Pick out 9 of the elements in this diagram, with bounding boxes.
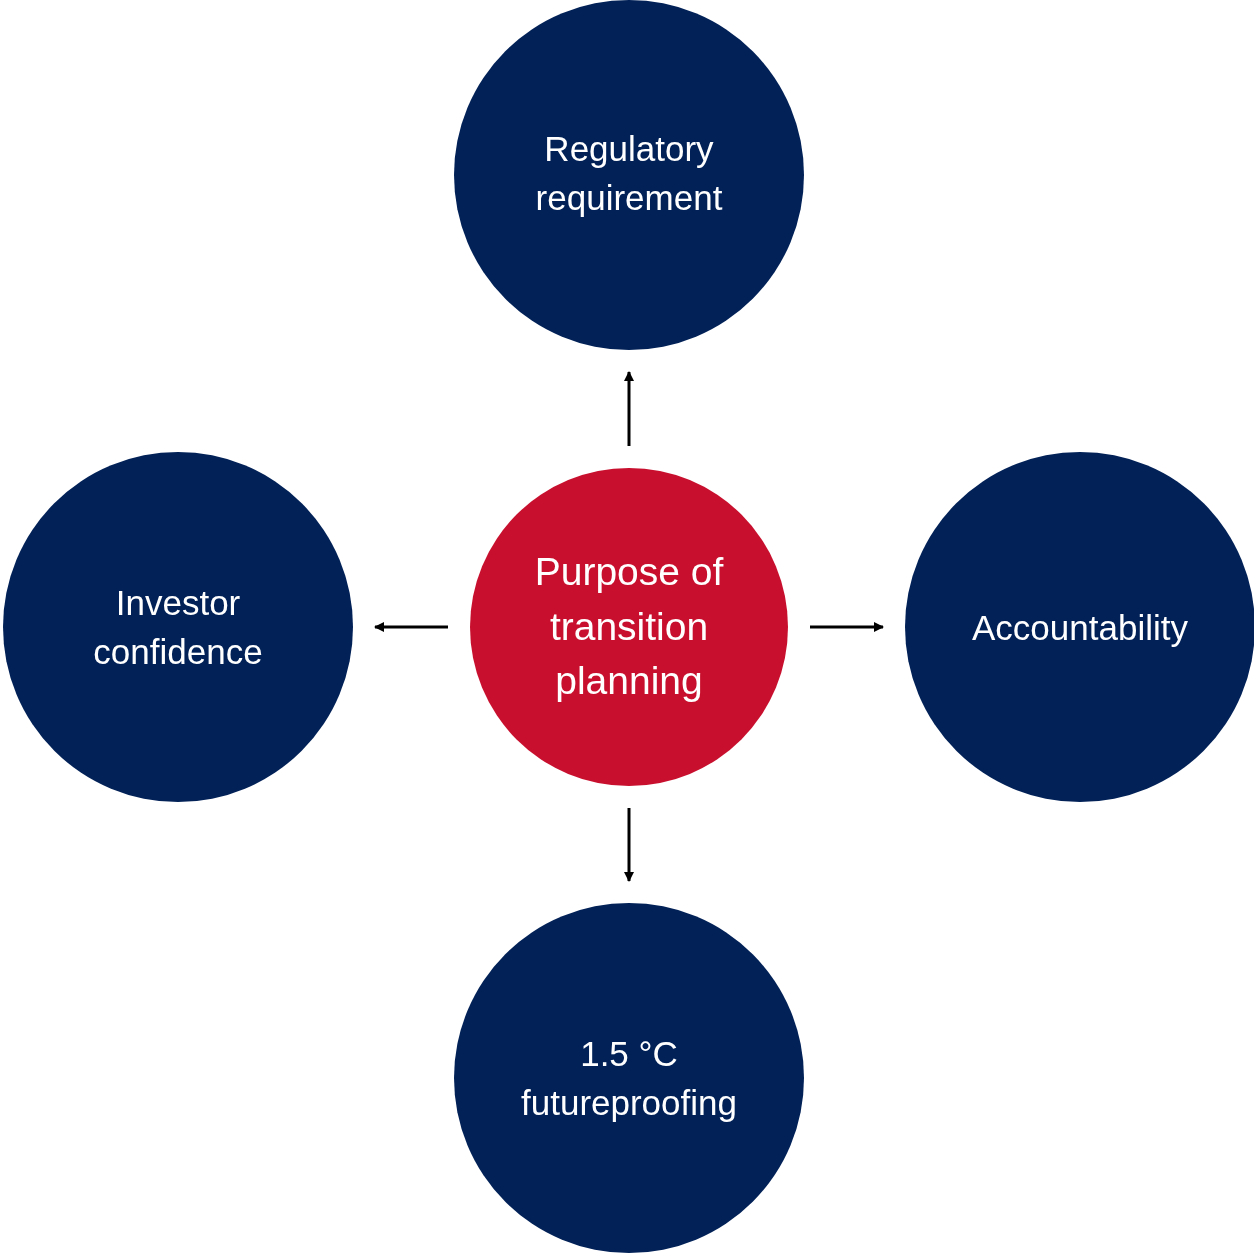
- circle-label: Purpose of transition planning: [533, 549, 725, 705]
- circle-label: 1.5 °C futureproofing: [520, 1033, 738, 1124]
- circle-label: Accountability: [971, 606, 1189, 649]
- arrow: [624, 371, 634, 446]
- circle-label: Investor confidence: [92, 582, 264, 673]
- arrow: [374, 622, 448, 632]
- circle-label: Regulatory requirement: [534, 128, 724, 219]
- arrow: [624, 808, 634, 882]
- arrow: [810, 622, 884, 632]
